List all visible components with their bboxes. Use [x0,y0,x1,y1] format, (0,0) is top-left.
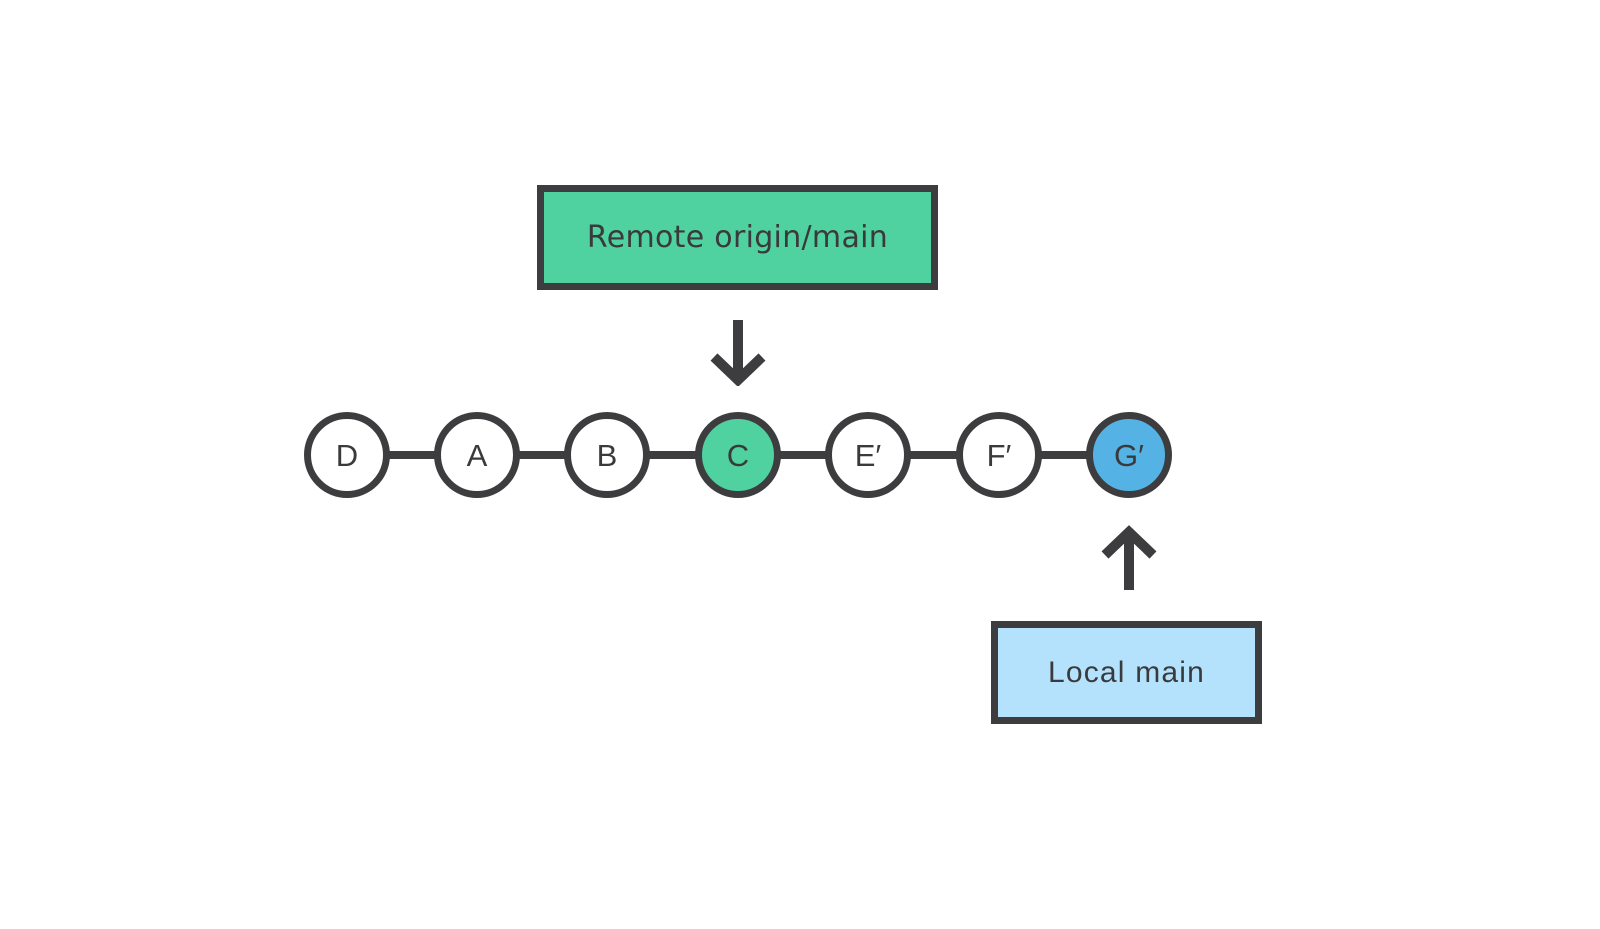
remote-branch-box: Remote origin/main [537,185,938,290]
commit-label-f-prime: F′ [986,437,1012,473]
remote-to-c-arrow [710,320,766,386]
commit-link-a-b [516,451,572,459]
commit-link-d-a [386,451,442,459]
commit-node-d[interactable]: D [304,412,390,498]
commit-label-b: B [596,437,618,473]
local-branch-box: Local main [991,621,1262,724]
commit-node-e-prime[interactable]: E′ [825,412,911,498]
commit-label-g-prime: G′ [1114,437,1144,473]
remote-branch-label: Remote origin/main [586,219,889,255]
commit-node-b[interactable]: B [564,412,650,498]
local-to-g-arrow [1101,525,1157,590]
commit-link-b-c [646,451,703,459]
commit-link-c-e [777,451,833,459]
commit-link-f-g [1038,451,1094,459]
commit-node-f-prime[interactable]: F′ [956,412,1042,498]
commit-node-a[interactable]: A [434,412,520,498]
commit-node-c[interactable]: C [695,412,781,498]
commit-link-e-f [907,451,964,459]
commit-node-g-prime[interactable]: G′ [1086,412,1172,498]
commit-label-d: D [335,437,359,473]
commit-label-a: A [466,437,488,473]
commit-label-c: C [726,437,750,473]
local-branch-label: Local main [1047,655,1206,689]
commit-label-e-prime: E′ [854,437,882,473]
